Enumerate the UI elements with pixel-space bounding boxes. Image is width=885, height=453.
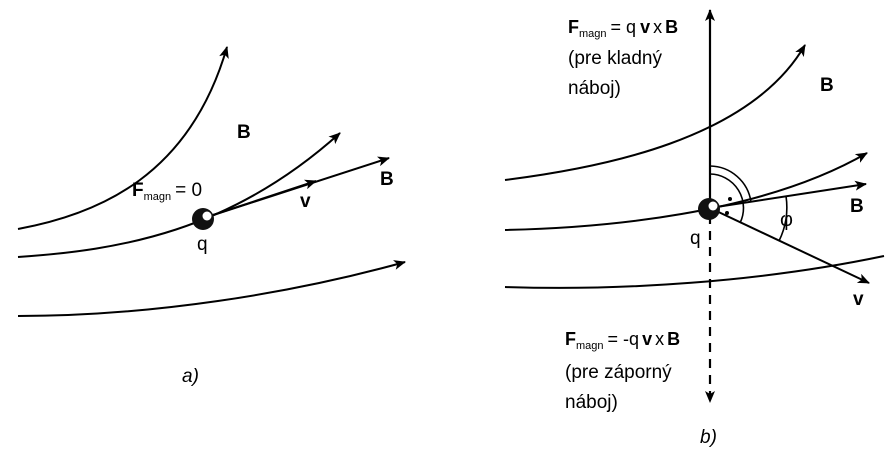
force-positive-note-1: (pre kladný: [568, 48, 662, 69]
field-line-b-top: [504, 44, 806, 181]
velocity-arrow-a: [206, 179, 317, 218]
angle-arc-force-b: [709, 165, 752, 203]
field-line-a-top: [17, 46, 229, 230]
field-label-b-right: B: [850, 196, 864, 217]
charge-b: [698, 198, 720, 220]
caption-a: a): [182, 366, 199, 387]
velocity-label-b: v: [853, 289, 864, 310]
field-label-a-right: B: [380, 169, 394, 190]
velocity-label-a: v: [300, 191, 311, 212]
field-line-b-bottom: [504, 255, 885, 289]
field-line-a-middle: [17, 132, 341, 258]
force-negative-note-2: náboj): [565, 392, 618, 413]
angle-arc-phi: [778, 195, 788, 242]
field-line-a-bottom: [17, 260, 406, 317]
charge-a: [192, 208, 214, 230]
charge-a-highlight: [202, 211, 212, 221]
charge-label-a: q: [197, 234, 208, 255]
panel-a: B B Fmagn= 0 v q a): [17, 46, 406, 387]
right-angle-dot-2: [725, 211, 729, 215]
right-angle-dot-1: [728, 197, 732, 201]
field-label-a-top: B: [237, 122, 251, 143]
force-negative-note-1: (pre záporný: [565, 362, 672, 383]
field-b-arrow-b: [709, 180, 867, 209]
force-positive-note-2: náboj): [568, 78, 621, 99]
velocity-arrow-b: [709, 207, 870, 284]
charge-b-highlight: [708, 201, 718, 211]
field-line-b-middle: [504, 152, 868, 231]
force-label-a: Fmagn= 0: [132, 180, 202, 203]
angle-arc-force-v: [709, 173, 745, 224]
charge-label-b: q: [690, 228, 701, 249]
caption-b: b): [700, 427, 717, 448]
field-label-b-top: B: [820, 75, 834, 96]
angle-label-phi: φ: [780, 209, 793, 231]
